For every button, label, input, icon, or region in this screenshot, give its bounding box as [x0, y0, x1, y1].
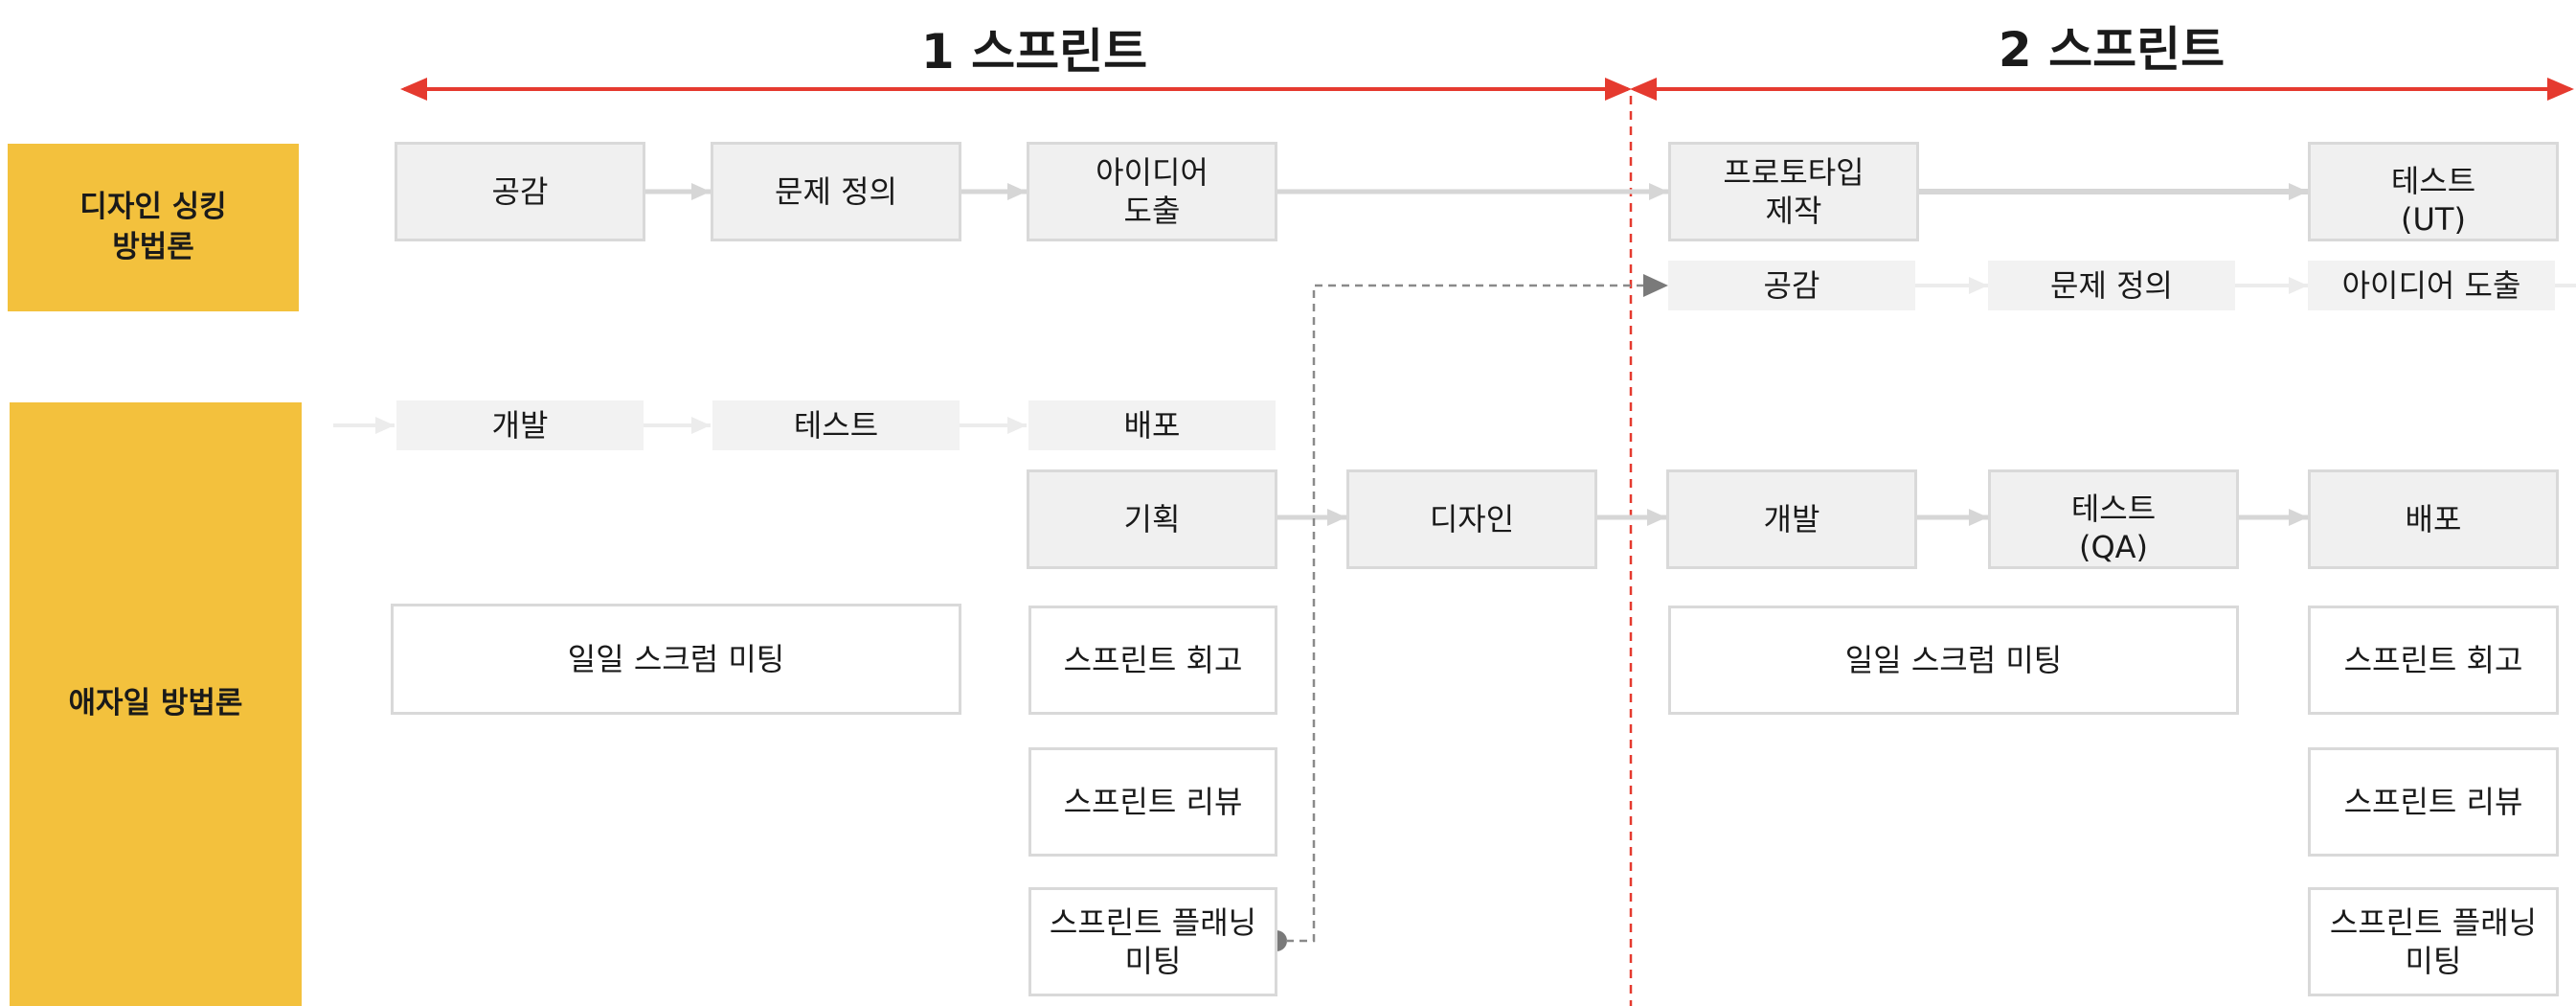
step-deploy: 배포	[2308, 469, 2559, 569]
planning-sprint2: 스프린트 플래닝 미팅	[2308, 887, 2559, 996]
prev-develop: 개발	[396, 400, 644, 450]
step-user-test: 테스트 (UT)	[2308, 142, 2559, 241]
step-ideate: 아이디어 도출	[1027, 142, 1277, 241]
prev-test: 테스트	[712, 400, 960, 450]
prev-deploy: 배포	[1028, 400, 1276, 450]
planning-to-empathize-connector	[1266, 274, 1668, 951]
lane-design-thinking: 디자인 싱킹 방법론	[8, 144, 299, 311]
sprint2-span-arrow	[1630, 78, 2574, 101]
step-design: 디자인	[1346, 469, 1597, 569]
step-define: 문제 정의	[711, 142, 961, 241]
planning-sprint1: 스프린트 플래닝 미팅	[1028, 887, 1277, 996]
next-define: 문제 정의	[1988, 261, 2235, 310]
sprint1-title: 1 스프린트	[920, 24, 1148, 80]
next-empathize: 공감	[1668, 261, 1915, 310]
step-empathize: 공감	[395, 142, 645, 241]
next-ideate: 아이디어 도출	[2308, 261, 2555, 310]
daily-scrum-sprint2: 일일 스크럼 미팅	[1668, 606, 2239, 715]
step-plan: 기획	[1027, 469, 1277, 569]
review-sprint1: 스프린트 리뷰	[1028, 747, 1277, 857]
lane-agile: 애자일 방법론	[10, 402, 302, 1006]
review-sprint2: 스프린트 리뷰	[2308, 747, 2559, 857]
step-qa-test: 테스트 (QA)	[1988, 469, 2239, 569]
step-develop: 개발	[1666, 469, 1917, 569]
retro-sprint1: 스프린트 회고	[1028, 606, 1277, 715]
daily-scrum-sprint1: 일일 스크럼 미팅	[391, 604, 961, 715]
retro-sprint2: 스프린트 회고	[2308, 606, 2559, 715]
step-prototype: 프로토타입 제작	[1668, 142, 1919, 241]
sprint2-title: 2 스프린트	[1998, 22, 2226, 78]
sprint1-span-arrow	[400, 78, 1632, 101]
